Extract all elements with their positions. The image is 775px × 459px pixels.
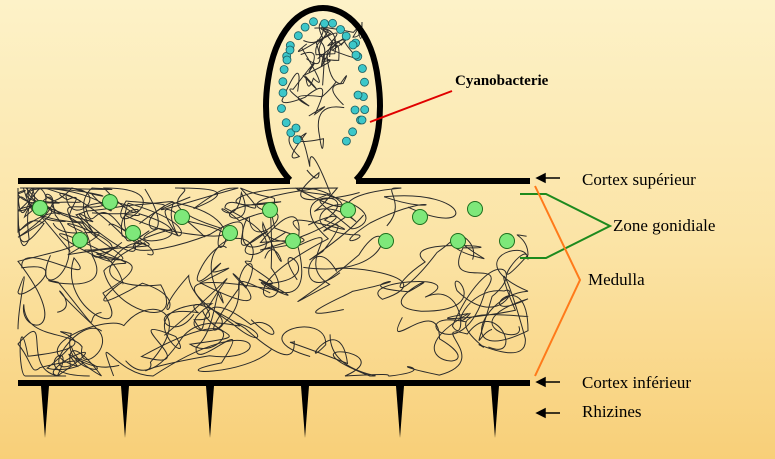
cyanobacterium [357, 64, 367, 73]
cyanobacterium [292, 135, 302, 145]
hypha [125, 246, 303, 371]
hypha [297, 135, 332, 201]
hypha [301, 39, 331, 90]
cyanobacterium [293, 31, 303, 41]
hypha [399, 233, 492, 335]
hypha [309, 195, 457, 261]
cyanobacterium [279, 65, 289, 74]
medulla-bracket [534, 185, 582, 377]
algal-cell [72, 232, 88, 248]
algal-cell [285, 233, 301, 249]
cyanobacterium [353, 90, 363, 100]
hypha [297, 187, 402, 230]
algal-cell [412, 209, 428, 225]
cyanobacterium [341, 136, 351, 146]
algal-cells [32, 194, 515, 249]
algal-cell [222, 225, 238, 241]
label-zone-gonidiale: Zone gonidiale [613, 216, 716, 235]
cyanobacterium [320, 19, 329, 28]
algal-cell [467, 201, 483, 217]
hypha [17, 187, 61, 247]
algal-cell [125, 225, 141, 241]
hypha [289, 51, 337, 107]
cyanobacterium [350, 105, 360, 115]
rhizine [491, 386, 499, 438]
cyanobacteria-cells [277, 17, 370, 146]
algal-cell [378, 233, 394, 249]
cyanobacterium [348, 40, 358, 50]
label-rhizines: Rhizines [582, 402, 642, 421]
hypha [57, 309, 251, 377]
cyanobacterium [300, 22, 310, 32]
label-cortex-inferieur: Cortex inférieur [582, 373, 692, 392]
fungal-hyphae [17, 21, 529, 377]
algal-cell [262, 202, 278, 218]
cyanobacterium [285, 45, 295, 55]
algal-cell [102, 194, 118, 210]
hypha [19, 331, 98, 377]
cyanobacterium [360, 105, 370, 114]
algal-cell [340, 202, 356, 218]
cyanobacterium [282, 55, 292, 65]
cyanobacterie-pointer [369, 90, 453, 123]
hypha [17, 328, 103, 377]
cortex-inferieur-arrow [535, 376, 560, 388]
label-cyanobacterie: Cyanobacterie [455, 73, 549, 89]
rhizine [41, 386, 49, 438]
hypha [140, 278, 230, 361]
hypha [315, 280, 511, 321]
cyanobacterium [341, 31, 351, 41]
cyanobacterium [351, 50, 361, 60]
rhizine [206, 386, 214, 438]
algal-cell [450, 233, 466, 249]
rhizines [41, 386, 499, 438]
hypha [48, 192, 150, 323]
hypha [17, 223, 133, 330]
cephalodium-outline [263, 4, 383, 183]
cyanobacterium [309, 17, 318, 27]
cyanobacterium [277, 104, 286, 113]
hypha [288, 106, 345, 159]
label-cortex-superieur: Cortex supérieur [582, 170, 696, 189]
algal-cell [174, 209, 190, 225]
cyanobacterium [278, 88, 288, 98]
cyanobacterium [360, 77, 369, 87]
cyanobacterium [348, 127, 358, 137]
hypha [259, 216, 383, 303]
rhizine [301, 386, 309, 438]
cyanobacterium [281, 118, 291, 128]
cyanobacterium [328, 18, 338, 28]
hypha [91, 202, 224, 245]
cyanobacterium [357, 115, 367, 125]
hypha [481, 234, 529, 342]
hypha [163, 304, 349, 365]
hypha [329, 320, 507, 377]
hypha [259, 197, 345, 298]
hypha [17, 198, 117, 360]
hypha [17, 188, 123, 258]
hypha [281, 72, 325, 117]
hypha [396, 275, 529, 362]
algal-cell [499, 233, 515, 249]
hypha [144, 187, 239, 248]
hypha [195, 237, 299, 372]
label-medulla: Medulla [588, 270, 645, 289]
cyanobacterium [278, 77, 288, 87]
rhizines-arrow [535, 407, 560, 419]
hypha [52, 187, 165, 256]
zone-gonidiale-bracket [520, 193, 613, 259]
rhizine [121, 386, 129, 438]
cyanobacterium [336, 25, 345, 34]
cyanobacterium [291, 123, 301, 133]
hypha [59, 223, 168, 313]
rhizine [396, 386, 404, 438]
algal-cell [32, 200, 48, 216]
cortex-superieur-arrow [535, 172, 560, 184]
